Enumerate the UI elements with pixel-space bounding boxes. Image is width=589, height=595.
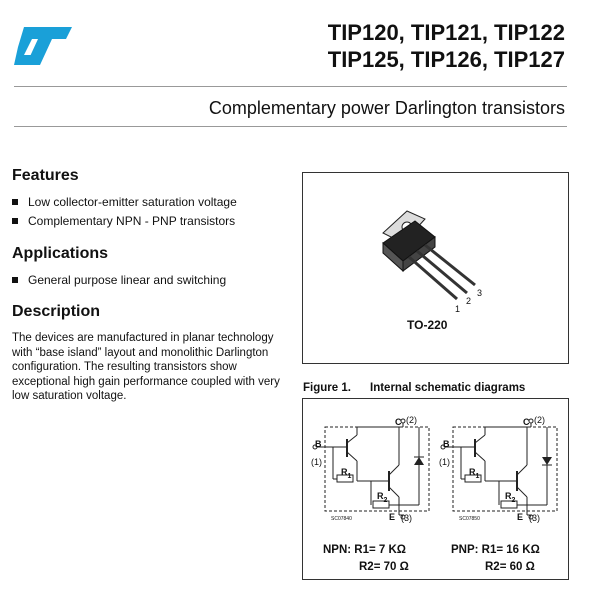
feature-item: Low collector-emitter saturation voltage [12,195,237,209]
st-logo [14,27,72,65]
bullet-icon [12,218,18,224]
pnp-schematic [440,418,558,520]
feature-item: Complementary NPN - PNP transistors [12,214,235,228]
pnp-r2-label: R2 [505,491,516,504]
subtitle-rule [14,126,567,127]
subtitle: Complementary power Darlington transisto… [208,98,565,118]
npn-collector-label: C [395,417,402,427]
package-box: 1 2 3 TO-220 [302,172,569,364]
pin-1-label: 1 [455,304,461,314]
figure-number: Figure 1. [303,382,351,394]
figure-title: Internal schematic diagrams [370,382,526,394]
pin-3-label: 3 [477,288,483,298]
pnp-r1-label: R1 [469,467,480,480]
npn-collector-pin: (2) [406,415,417,425]
npn-r2-label: R2 [377,491,388,504]
figure-box: B (1) C (2) E (3) R1 R2 SC07840 [302,398,569,580]
pnp-emitter-label: E [517,512,524,522]
pnp-code: SC07850 [459,516,480,522]
pnp-emitter-pin: (3) [529,513,540,523]
npn-values-line-2: R2= 70 Ω [359,561,409,573]
pnp-collector-pin: (2) [534,415,545,425]
npn-emitter-label: E [389,512,396,522]
bullet-icon [12,277,18,283]
npn-emitter-pin: (3) [401,513,412,523]
pnp-collector-label: C [523,417,530,427]
pnp-base-pin: (1) [439,457,450,467]
npn-r1-label: R1 [341,467,352,480]
to220-package-drawing [382,210,476,301]
npn-schematic [312,418,430,520]
npn-values-line-1: NPN: R1= 7 KΩ [323,544,407,556]
npn-base-pin: (1) [311,457,322,467]
pnp-base-label: B [443,439,450,449]
description-heading: Description [12,303,101,320]
application-item: General purpose linear and switching [12,273,226,287]
header-rule [14,86,567,87]
applications-heading: Applications [12,245,109,262]
features-heading: Features [12,167,79,184]
npn-code: SC07840 [331,516,352,522]
package-label: TO-220 [407,318,448,332]
title-line-2: TIP125, TIP126, TIP127 [327,47,565,72]
bullet-icon [12,199,18,205]
description-text: The devices are manufactured in planar t… [12,332,280,402]
pin-2-label: 2 [466,296,472,306]
pnp-values-line-2: R2= 60 Ω [485,561,535,573]
npn-base-label: B [315,439,322,449]
pnp-values-line-1: PNP: R1= 16 KΩ [451,544,540,556]
title-line-1: TIP120, TIP121, TIP122 [327,20,565,45]
